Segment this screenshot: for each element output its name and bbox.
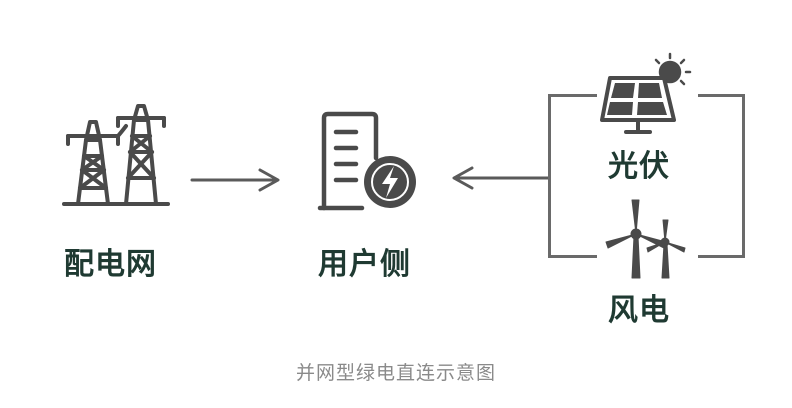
solar-label: 光伏: [608, 149, 670, 184]
building-with-power-icon: [317, 111, 416, 211]
wind-turbine-icon: [605, 199, 686, 279]
diagram-caption: 并网型绿电直连示意图: [295, 362, 496, 384]
arrow-right-icon: [190, 168, 280, 192]
sources-bracket-left: [548, 94, 597, 258]
user-label: 用户侧: [318, 247, 411, 282]
transmission-tower-icon: [62, 104, 170, 206]
solar-panel-icon: [600, 52, 692, 134]
sources-bracket-right: [698, 94, 745, 258]
arrow-left-icon: [452, 166, 550, 190]
grid-label: 配电网: [64, 247, 157, 282]
wind-label: 风电: [608, 293, 670, 328]
